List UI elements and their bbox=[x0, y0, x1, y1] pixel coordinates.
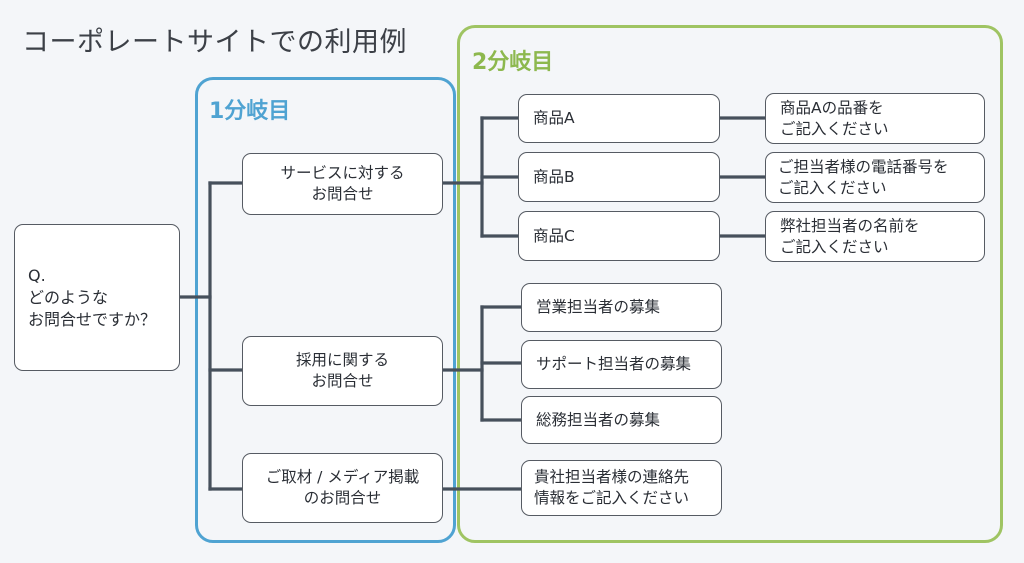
branch-1-frame bbox=[195, 77, 456, 543]
result-node-label: ご担当者様の電話番号を ご記入ください bbox=[778, 157, 949, 197]
branch2-node-product-b[interactable]: 商品B bbox=[518, 152, 720, 202]
branch2-node-label: 商品A bbox=[533, 109, 575, 127]
branch1-node-press-label: ご取材 / メディア掲載 のお問合せ bbox=[265, 468, 420, 507]
branch-1-label: 1分岐目 bbox=[209, 99, 291, 124]
branch-2-frame bbox=[457, 25, 1003, 543]
question-node: Q. どのような お問合せですか？ bbox=[14, 224, 180, 371]
branch1-node-recruit[interactable]: 採用に関する お問合せ bbox=[242, 336, 443, 406]
branch2-node-label: 営業担当者の募集 bbox=[536, 298, 661, 316]
branch2-node-product-a[interactable]: 商品A bbox=[518, 94, 720, 143]
branch2-node-sales-recruit[interactable]: 営業担当者の募集 bbox=[521, 283, 722, 332]
branch2-node-label: 貴社担当者様の連絡先 情報をご記入ください bbox=[534, 468, 690, 507]
branch2-node-support-recruit[interactable]: サポート担当者の募集 bbox=[521, 340, 722, 389]
result-node-label: 商品Aの品番を ご記入ください bbox=[780, 98, 889, 138]
branch2-node-product-c[interactable]: 商品C bbox=[518, 211, 720, 261]
branch2-node-admin-recruit[interactable]: 総務担当者の募集 bbox=[521, 396, 722, 444]
branch1-node-service[interactable]: サービスに対する お問合せ bbox=[242, 153, 443, 215]
result-node-product-number[interactable]: 商品Aの品番を ご記入ください bbox=[765, 93, 985, 144]
result-node-label: 弊社担当者の名前を ご記入ください bbox=[780, 216, 920, 256]
question-text: Q. どのような お問合せですか？ bbox=[28, 265, 157, 329]
result-node-phone[interactable]: ご担当者様の電話番号を ご記入ください bbox=[765, 152, 985, 203]
page-title: コーポレートサイトでの利用例 bbox=[22, 27, 407, 58]
branch1-node-service-label: サービスに対する お問合せ bbox=[280, 164, 405, 203]
branch2-node-contact-info[interactable]: 貴社担当者様の連絡先 情報をご記入ください bbox=[521, 460, 722, 516]
result-node-staff-name[interactable]: 弊社担当者の名前を ご記入ください bbox=[765, 211, 985, 262]
branch2-node-label: サポート担当者の募集 bbox=[536, 355, 692, 373]
branch2-node-label: 商品B bbox=[533, 167, 575, 186]
branch2-node-label: 商品C bbox=[533, 226, 575, 245]
branch1-node-recruit-label: 採用に関する お問合せ bbox=[295, 351, 389, 390]
branch1-node-press[interactable]: ご取材 / メディア掲載 のお問合せ bbox=[242, 453, 443, 523]
branch2-node-label: 総務担当者の募集 bbox=[536, 410, 661, 429]
branch-2-label: 2分岐目 bbox=[472, 50, 554, 75]
